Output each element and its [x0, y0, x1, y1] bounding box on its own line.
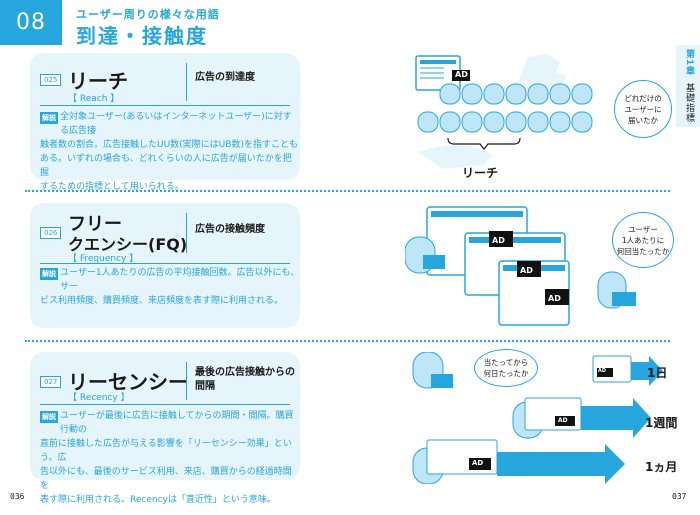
term-card-reach: 025 リーチ 【 Reach 】 広告の到達度 解説 全対象ユーザー(あるいは…: [30, 53, 300, 192]
term-english: 【 Reach 】: [68, 94, 120, 104]
explanation-label: 解説: [40, 268, 58, 280]
term-name: リーセンシー: [68, 370, 188, 394]
description-line: 全対象ユーザー(あるいはインターネットユーザー)に対する広告接: [60, 112, 292, 136]
recency-ad-label-3: AD: [472, 459, 484, 467]
reach-illustration: [415, 54, 593, 169]
divider: [186, 63, 187, 101]
brace-icon: [447, 137, 521, 150]
explanation-label: 解説: [40, 112, 58, 124]
side-tab-chapter: 第1章: [684, 49, 694, 77]
term-name: リーチ: [68, 69, 128, 93]
recency-speech-bubble: 当たってから 何日たったか: [474, 349, 538, 387]
divider: [40, 263, 290, 264]
map-japan-icon: [518, 54, 566, 94]
term-english: 【 Frequency 】: [68, 254, 139, 264]
frequency-ad-label-1: AD: [492, 236, 505, 245]
page-number-right: 037: [672, 492, 687, 501]
website-header-bar: [469, 237, 561, 243]
ad-box: [545, 289, 569, 305]
term-description: ユーザーが最後に広告に接触してからの期間・間隔。購買行動の 直前に接触した広告が…: [40, 409, 300, 507]
chapter-title: 到達・接触度: [76, 24, 208, 48]
ad-box: [469, 458, 491, 470]
term-name-line2: クエンシー(FQ): [68, 235, 188, 254]
ad-box: [517, 261, 541, 277]
divider: [40, 105, 290, 106]
recency-illustration: [412, 352, 663, 484]
description-line: 触者数の割合。広告接触したUU数(実際にはUB数)を指すことも: [40, 140, 298, 150]
side-tab: 第1章 基礎指標: [676, 45, 700, 127]
frequency-speech-bubble: ユーザー 1人あたりに 何回当たったか: [612, 212, 674, 268]
frequency-illustration: [405, 206, 570, 326]
term-number: 025: [40, 74, 62, 86]
recency-label-month: 1ヵ月: [645, 460, 678, 474]
divider: [186, 362, 187, 400]
recency-ad-label-2: AD: [558, 417, 568, 424]
term-english: 【 Recency 】: [68, 393, 130, 403]
description-line: 告以外にも、最後のサービス利用、来店、購買からの経過時間を: [40, 467, 292, 491]
term-japanese: 広告の接触頻度: [195, 224, 265, 235]
chapter-number: 08: [16, 10, 46, 35]
arrow-icon: [631, 356, 663, 386]
user-group-icon: [417, 83, 593, 133]
frequency-ad-label-2: AD: [520, 266, 533, 275]
term-description: ユーザー1人あたりの広告の平均接触回数。広告以外にも、サー ビス利用頻度、購買頻…: [40, 266, 300, 308]
term-name-line1: フリー: [68, 214, 122, 235]
description-line: するための指標として用いられる。: [40, 182, 184, 192]
side-tab-section: 基礎指標: [684, 83, 694, 123]
divider: [40, 404, 290, 405]
ad-box: [555, 416, 575, 426]
arrow-icon: [581, 398, 651, 438]
chapter-subtitle: ユーザー周りの様々な用語: [76, 8, 220, 21]
chapter-number-box: 08: [0, 0, 62, 45]
ad-box: [597, 368, 613, 377]
recency-label-week: 1週間: [645, 416, 678, 430]
term-number: 027: [40, 376, 62, 388]
recency-label-day: 1日: [647, 366, 668, 380]
term-japanese: 広告の到達度: [195, 72, 255, 83]
website-header-bar: [431, 211, 523, 217]
description-line: 直前に接触した広告が与える影響を「リーセンシー効果」という。広: [40, 439, 292, 463]
description-line: ある。いずれの場合も、どれくらいの人に広告が届いたかを把握: [40, 154, 292, 178]
description-line: ユーザーが最後に広告に接触してからの期間・間隔。購買行動の: [60, 411, 294, 435]
term-japanese-line2: 間隔: [195, 381, 215, 392]
reach-label: リーチ: [462, 166, 499, 180]
description-line: 表す際に利用される。Recencyは「直近性」という意味。: [40, 495, 276, 505]
arrow-icon: [497, 444, 625, 484]
page-number-left: 036: [10, 492, 25, 501]
reach-speech-bubble: どれだけの ユーザーに 届いたか: [614, 80, 672, 138]
section-divider: [25, 340, 670, 342]
description-line: ビス利用頻度、購買頻度、来店頻度を表す際に利用される。: [40, 296, 284, 306]
frequency-ad-label-3: AD: [548, 294, 561, 303]
ad-box: [489, 231, 513, 247]
laptop-icon: [423, 255, 445, 269]
ad-box: [452, 70, 470, 81]
explanation-label: 解説: [40, 411, 58, 423]
divider: [186, 213, 187, 253]
term-number: 026: [40, 227, 62, 239]
description-line: ユーザー1人あたりの広告の平均接触回数。広告以外にも、サー: [60, 268, 300, 292]
term-card-recency: 027 リーセンシー 【 Recency 】 最後の広告接触からの 間隔 解説 …: [30, 352, 300, 505]
section-divider: [25, 190, 670, 192]
laptop-icon: [431, 374, 453, 388]
recency-ad-label-1: AD: [598, 368, 607, 374]
reach-ad-label: AD: [455, 70, 468, 79]
map-south-icon: [418, 145, 493, 169]
term-description: 全対象ユーザー(あるいはインターネットユーザー)に対する広告接 触者数の割合。広…: [40, 110, 300, 194]
term-card-frequency: 026 フリー クエンシー(FQ) 【 Frequency 】 広告の接触頻度 …: [30, 203, 300, 328]
website-header-bar: [420, 60, 456, 64]
user-icon: [597, 271, 636, 309]
term-japanese-line1: 最後の広告接触からの: [195, 367, 295, 378]
